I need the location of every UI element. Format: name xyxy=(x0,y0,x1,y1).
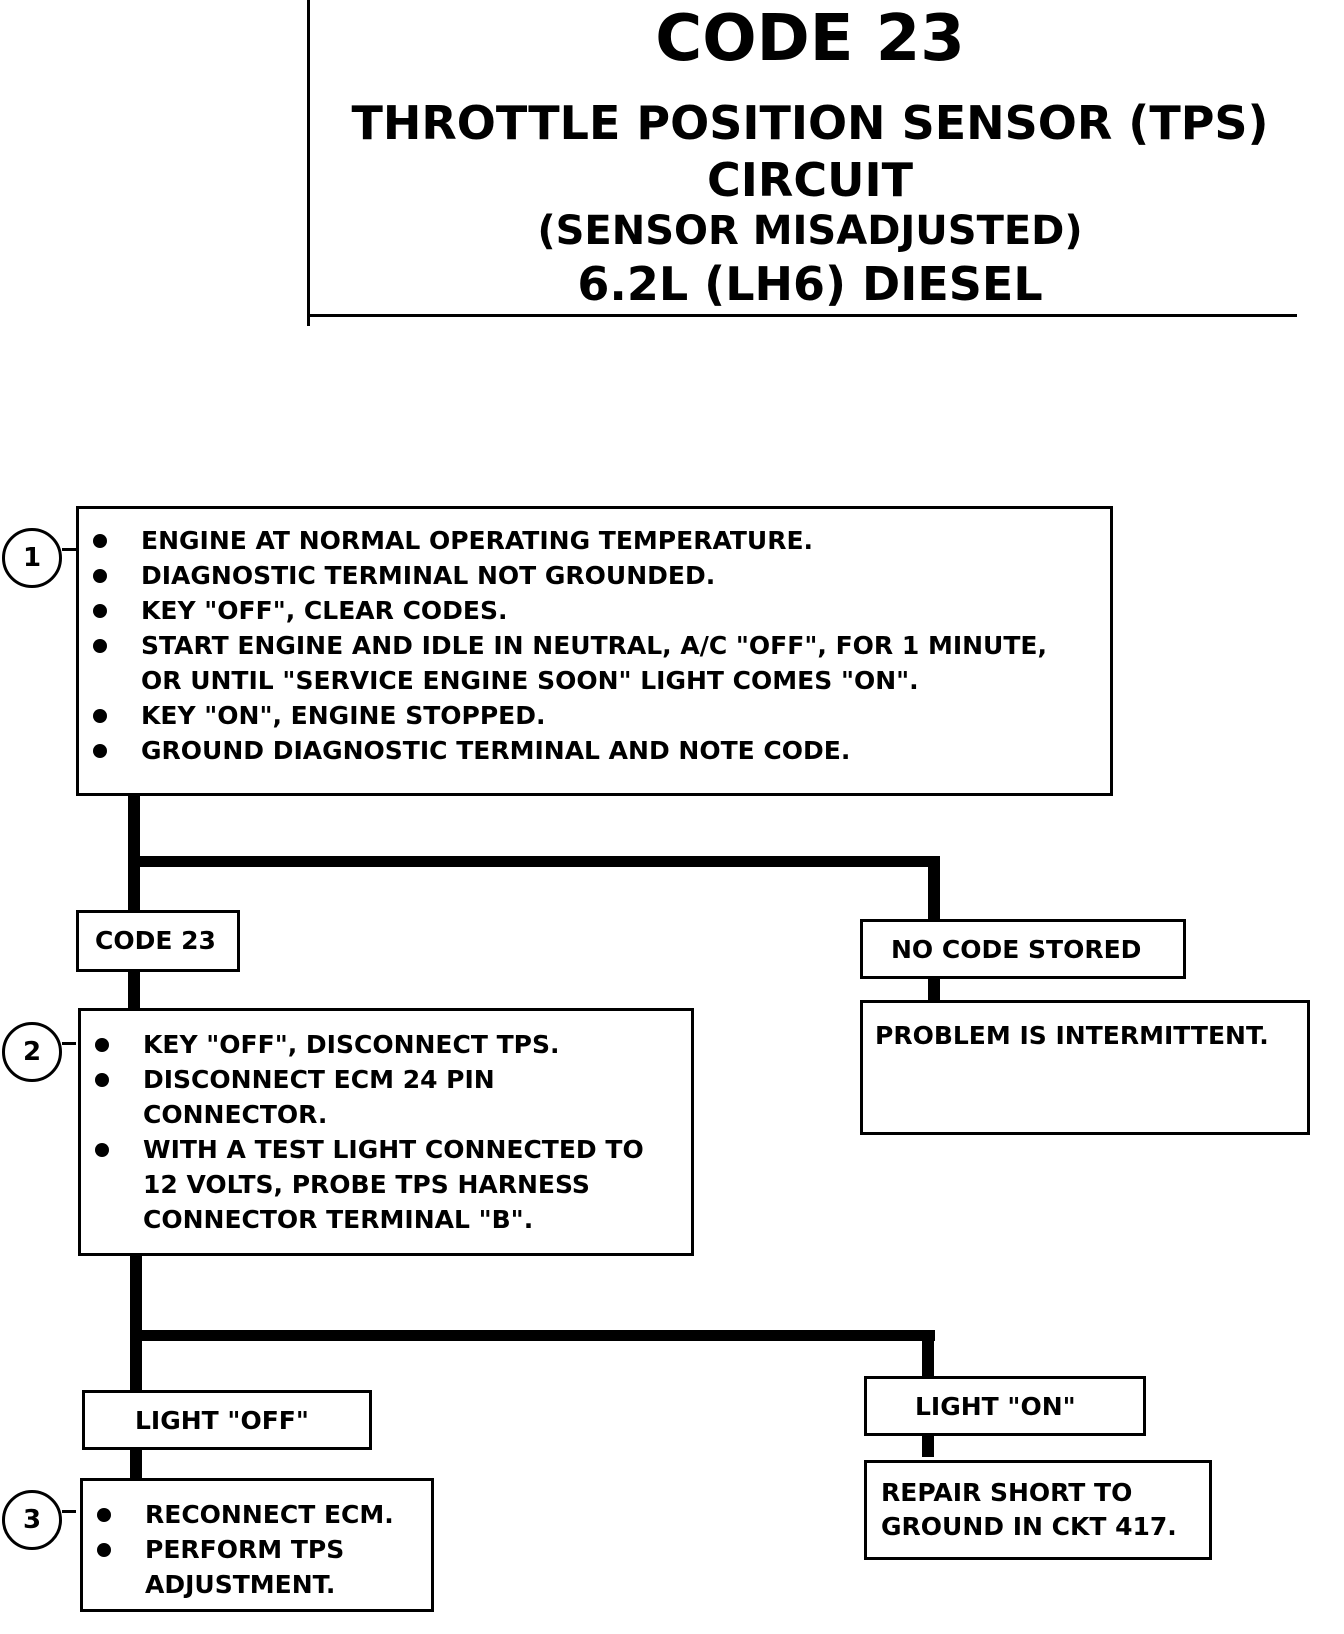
step-1-item: START ENGINE AND IDLE IN NEUTRAL, A/C "O… xyxy=(79,628,1110,698)
light-off-result-label: LIGHT "OFF" xyxy=(135,1406,309,1435)
step-3-item-text: PERFORM TPS ADJUSTMENT. xyxy=(145,1535,345,1599)
connector-step1-down xyxy=(128,795,140,915)
bullet-icon xyxy=(95,1143,109,1157)
step-2-item-text: KEY "OFF", DISCONNECT TPS. xyxy=(143,1030,560,1059)
bullet-icon xyxy=(93,534,107,548)
page-title-line4: 6.2L (LH6) DIESEL xyxy=(577,257,1043,311)
step-2-item: WITH A TEST LIGHT CONNECTED TO 12 VOLTS,… xyxy=(81,1132,691,1237)
bullet-icon xyxy=(93,709,107,723)
step-1-item-text: START ENGINE AND IDLE IN NEUTRAL, A/C "O… xyxy=(141,631,1047,695)
step-2-number-tick xyxy=(62,1042,76,1045)
connector-branch2-horizontal xyxy=(130,1330,935,1341)
code23-result-box: CODE 23 xyxy=(76,910,240,972)
header-frame-bottom xyxy=(307,314,1297,317)
connector-code23-to-step2 xyxy=(128,970,140,1014)
light-on-result-box: LIGHT "ON" xyxy=(864,1376,1146,1436)
page-title-line1: THROTTLE POSITION SENSOR (TPS) xyxy=(351,96,1269,150)
intermittent-label: PROBLEM IS INTERMITTENT. xyxy=(875,1021,1269,1050)
step-2-item-text: WITH A TEST LIGHT CONNECTED TO 12 VOLTS,… xyxy=(143,1135,644,1234)
step-2-box: KEY "OFF", DISCONNECT TPS. DISCONNECT EC… xyxy=(78,1008,694,1256)
step-2-item: DISCONNECT ECM 24 PIN CONNECTOR. xyxy=(81,1062,691,1132)
connector-nocode-to-intermittent xyxy=(928,977,940,1002)
light-off-result-box: LIGHT "OFF" xyxy=(82,1390,372,1450)
step-3-item-text: RECONNECT ECM. xyxy=(145,1500,394,1529)
connector-lighton-to-repair xyxy=(922,1433,934,1457)
connector-lightoff-to-step3 xyxy=(130,1447,142,1483)
bullet-icon xyxy=(93,569,107,583)
step-1-item-text: DIAGNOSTIC TERMINAL NOT GROUNDED. xyxy=(141,561,716,590)
page-title-line2: CIRCUIT xyxy=(707,153,913,207)
step-1-item: ENGINE AT NORMAL OPERATING TEMPERATURE. xyxy=(79,523,1110,558)
page-code-title: CODE 23 xyxy=(655,2,965,76)
intermittent-box: PROBLEM IS INTERMITTENT. xyxy=(860,1000,1310,1135)
connector-branch1-horizontal xyxy=(128,856,940,867)
connector-branch1-right xyxy=(928,856,940,920)
step-1-number-tick xyxy=(62,548,76,551)
page-title-line3: (SENSOR MISADJUSTED) xyxy=(537,208,1083,254)
bullet-icon xyxy=(97,1543,111,1557)
connector-step2-down xyxy=(130,1254,142,1394)
step-3-item: PERFORM TPS ADJUSTMENT. xyxy=(83,1532,431,1602)
no-code-result-label: NO CODE STORED xyxy=(891,935,1142,964)
step-1-item: DIAGNOSTIC TERMINAL NOT GROUNDED. xyxy=(79,558,1110,593)
step-1-box: ENGINE AT NORMAL OPERATING TEMPERATURE. … xyxy=(76,506,1113,796)
step-2-number: 2 xyxy=(2,1022,62,1082)
step-1-item: KEY "ON", ENGINE STOPPED. xyxy=(79,698,1110,733)
step-1-item-text: KEY "ON", ENGINE STOPPED. xyxy=(141,701,546,730)
step-1-item-text: GROUND DIAGNOSTIC TERMINAL AND NOTE CODE… xyxy=(141,736,851,765)
step-3-box: RECONNECT ECM. PERFORM TPS ADJUSTMENT. xyxy=(80,1478,434,1612)
bullet-icon xyxy=(93,744,107,758)
step-2-item-text: DISCONNECT ECM 24 PIN CONNECTOR. xyxy=(143,1065,495,1129)
bullet-icon xyxy=(93,604,107,618)
code23-result-label: CODE 23 xyxy=(95,926,216,955)
connector-branch2-right xyxy=(922,1330,934,1384)
step-3-item: RECONNECT ECM. xyxy=(83,1497,431,1532)
step-3-number-tick xyxy=(62,1510,76,1513)
step-2-item: KEY "OFF", DISCONNECT TPS. xyxy=(81,1027,691,1062)
step-1-number: 1 xyxy=(2,528,62,588)
bullet-icon xyxy=(93,639,107,653)
no-code-result-box: NO CODE STORED xyxy=(860,919,1186,979)
repair-label: REPAIR SHORT TO GROUND IN CKT 417. xyxy=(881,1478,1177,1541)
header-frame-left xyxy=(307,0,310,326)
step-1-item-text: ENGINE AT NORMAL OPERATING TEMPERATURE. xyxy=(141,526,814,555)
light-on-result-label: LIGHT "ON" xyxy=(915,1392,1076,1421)
step-1-item: KEY "OFF", CLEAR CODES. xyxy=(79,593,1110,628)
step-3-number: 3 xyxy=(2,1490,62,1550)
step-1-item: GROUND DIAGNOSTIC TERMINAL AND NOTE CODE… xyxy=(79,733,1110,768)
bullet-icon xyxy=(95,1073,109,1087)
repair-box: REPAIR SHORT TO GROUND IN CKT 417. xyxy=(864,1460,1212,1560)
bullet-icon xyxy=(97,1508,111,1522)
bullet-icon xyxy=(95,1038,109,1052)
step-1-item-text: KEY "OFF", CLEAR CODES. xyxy=(141,596,508,625)
